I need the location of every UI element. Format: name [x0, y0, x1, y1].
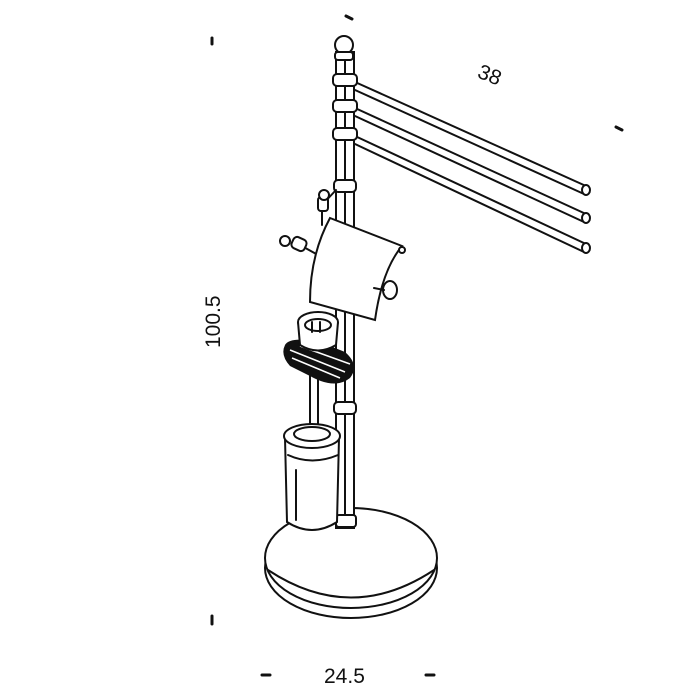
brush-holder — [283, 369, 341, 531]
dimension-ticks — [210, 14, 624, 677]
soap-basket — [283, 311, 354, 384]
dimension-height: 100.5 — [202, 295, 225, 348]
base — [264, 507, 438, 619]
paper-holder — [279, 189, 406, 322]
towel-bars — [354, 81, 591, 254]
dimension-width: 38 — [474, 60, 504, 90]
dimension-base: 24.5 — [324, 665, 365, 688]
